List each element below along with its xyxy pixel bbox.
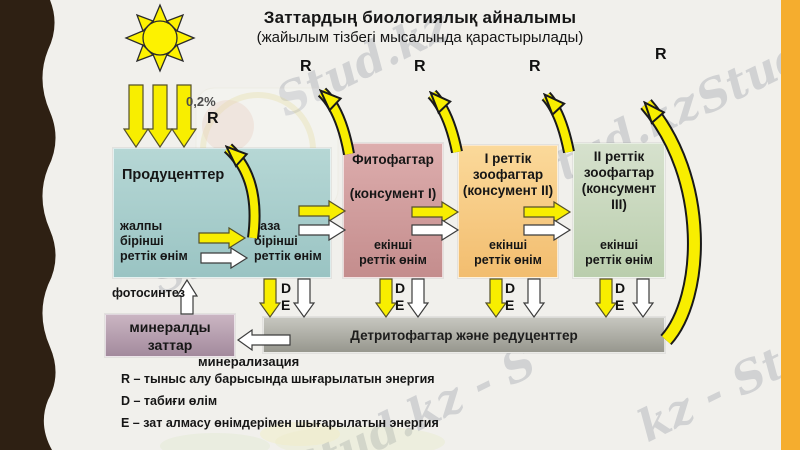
d-label: D <box>615 280 626 296</box>
photosynthesis-label: фотосинтез <box>112 286 185 300</box>
note-line: екінші <box>373 238 413 252</box>
note-line: екінші <box>488 238 528 252</box>
title-line: ІІ реттік <box>593 149 645 164</box>
d-label: D <box>395 280 406 296</box>
de-labels: D E <box>281 280 297 313</box>
minerals-box: минералды заттар <box>105 314 235 357</box>
left-brown-bar <box>0 0 56 450</box>
note-line: бірінші <box>254 234 298 248</box>
zoophages1-title: І реттік зоофагтар (консумент II) <box>459 151 557 199</box>
net-primary-production-label: таза бірінші реттік өнім <box>254 219 322 264</box>
phytophages-subtitle: (консумент I) <box>349 186 437 201</box>
note-line: бірінші <box>120 234 164 248</box>
page-title: Заттардың биологиялық айналымы <box>263 8 577 27</box>
mineralization-label: минерализация <box>198 354 300 369</box>
producers-box: Продуценттер жалпы бірінші реттік өнім т… <box>113 148 331 278</box>
e-label: E <box>615 296 625 313</box>
title-line: зоофагтар <box>472 167 544 182</box>
note-line: екінші <box>599 238 639 252</box>
legend-death: D – табиғи өлім <box>121 394 218 408</box>
note-line: реттік өнім <box>474 253 542 267</box>
e-label: E <box>505 296 515 313</box>
title-line: заттар <box>147 336 193 353</box>
note-line: жалпы <box>120 219 163 233</box>
de-labels: D E <box>615 280 631 313</box>
r-label: R <box>300 58 312 75</box>
percent-label: 0,2% <box>186 94 216 109</box>
note-line: реттік өнім <box>585 253 653 267</box>
d-label: D <box>505 280 516 296</box>
secondary-production-label: екінші реттік өнім <box>574 238 664 268</box>
title-line: минералды <box>129 318 211 335</box>
gross-primary-production-label: жалпы бірінші реттік өнім <box>120 219 188 264</box>
secondary-production-label: екінші реттік өнім <box>344 238 442 268</box>
r-label: R <box>529 58 541 75</box>
title-line: зоофагтар <box>583 165 655 180</box>
title-line: (консумент III) <box>581 181 657 212</box>
zoophages2-box: ІІ реттік зоофагтар (консумент III) екін… <box>573 143 665 278</box>
note-line: реттік өнім <box>254 249 322 263</box>
legend-respiration: R – тыныс алу барысында шығарылатын энер… <box>121 372 435 386</box>
title-line: І реттік <box>484 151 532 166</box>
zoophages2-title: ІІ реттік зоофагтар (консумент III) <box>574 149 664 213</box>
detritophages-title: Детритофагтар және редуценттер <box>350 327 578 343</box>
legend-excretion: Е – зат алмасу өнімдерімен шығарылатын э… <box>121 416 439 430</box>
e-label: E <box>395 296 405 313</box>
secondary-production-label: екінші реттік өнім <box>459 238 557 268</box>
producers-title: Продуценттер <box>122 167 225 183</box>
phytophages-title: Фитофагтар <box>352 152 434 167</box>
r-label: R <box>207 110 219 127</box>
detritophages-box: Детритофагтар және редуценттер <box>263 317 665 353</box>
right-accent-stripe <box>781 0 800 450</box>
title-line: (консумент II) <box>462 183 554 198</box>
note-line: таза <box>254 219 281 233</box>
de-labels: D E <box>395 280 411 313</box>
note-line: реттік өнім <box>120 249 188 263</box>
note-line: реттік өнім <box>359 253 427 267</box>
r-label: R <box>655 46 667 63</box>
zoophages1-box: І реттік зоофагтар (консумент II) екінші… <box>458 145 558 278</box>
page-subtitle: (жайылым тізбегі мысалында қарастырылады… <box>256 29 584 46</box>
r-label: R <box>414 58 426 75</box>
de-labels: D E <box>505 280 521 313</box>
e-label: E <box>281 296 291 313</box>
phytophages-box: Фитофагтар (консумент I) екінші реттік ө… <box>343 143 443 278</box>
d-label: D <box>281 280 292 296</box>
